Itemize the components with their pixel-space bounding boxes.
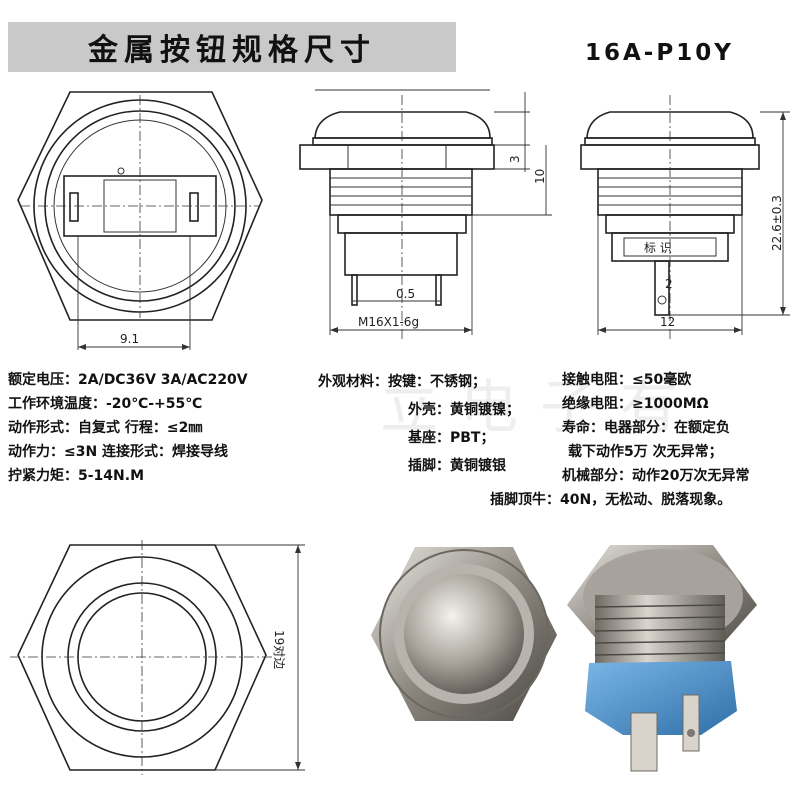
spec-pin-strength: 插脚顶牛：40N，无松动、脱落现象。 [490, 492, 732, 508]
dim-22-6: 22.6±0.3 [770, 195, 784, 251]
terminal-right [189, 192, 199, 222]
dim-2: 2 [665, 277, 673, 291]
button-cap-2 [586, 111, 754, 139]
model-number: 16A-P10Y [585, 40, 734, 66]
pin-terminal [654, 260, 670, 316]
spec-force: 动作力：≤3N 连接形式：焊接导线 [8, 444, 229, 460]
side-view-2: 标 识 12 2 22.6±0.3 [580, 95, 790, 340]
spec-rated-voltage: 额定电压：2A/DC36V 3A/AC220V [8, 372, 248, 388]
spec-contact-resistance: 接触电阻：≤50毫欧 [562, 372, 692, 388]
dim-9-1: 9.1 [120, 332, 139, 346]
dim-10: 10 [533, 169, 547, 184]
specs-left: 额定电压：2A/DC36V 3A/AC220V 工作环境温度：-20℃-+55℃… [8, 368, 248, 488]
hex-nut [299, 144, 495, 170]
product-photo [345, 535, 795, 785]
spec-action: 动作形式：自复式 行程：≤2㎜ [8, 420, 203, 436]
dim-thread: M16X1-6g [358, 315, 419, 329]
dim-12: 12 [660, 315, 675, 329]
spec-life-2: 载下动作5万 次无异常； [568, 444, 723, 460]
title-banner: 金属按钮规格尺寸 [8, 22, 456, 72]
spec-insulation: 绝缘电阻：≥1000MΩ [562, 396, 709, 412]
spec-torque: 拧紧力矩：5-14N.M [8, 468, 145, 484]
bottom-view-front: 19对边 [10, 540, 305, 775]
terminal-left [69, 192, 79, 222]
hex-outline-top [17, 91, 263, 321]
watermark: 立电子有 [380, 373, 701, 441]
label-mark: 标 识 [644, 241, 672, 255]
page-title: 金属按钮规格尺寸 [88, 33, 376, 68]
spec-material-shell: 外壳：黄铜镀镍； [408, 402, 520, 418]
side-view-1: M16X1-6g 0.5 3 10 [299, 89, 552, 340]
spec-life: 寿命：电器部分：在额定负 [562, 420, 730, 436]
specs-right: 接触电阻：≤50毫欧 绝缘电阻：≥1000MΩ 寿命：电器部分：在额定负 载下动… [490, 368, 750, 512]
photo-button-back [567, 545, 757, 772]
spec-temperature: 工作环境温度：-20℃-+55℃ [8, 396, 203, 412]
specs-material: 外观材料：按键：不锈钢； 外壳：黄铜镀镍； 基座：PBT； 插脚：黄铜镀银 [318, 368, 520, 480]
base-housing [344, 232, 458, 276]
photo-button-front [371, 547, 557, 721]
spec-material-pin: 插脚：黄铜镀银 [408, 458, 506, 474]
dim-19: 19对边 [272, 630, 286, 669]
threaded-body [329, 168, 473, 216]
top-view-front: 9.1 [17, 91, 263, 350]
photo-blue-base [585, 661, 737, 735]
dim-0-5: 0.5 [396, 287, 415, 301]
dim-3: 3 [508, 155, 522, 163]
button-cap [314, 111, 491, 139]
spec-material-base: 基座：PBT； [408, 430, 495, 446]
spec-material-key: 外观材料：按键：不锈钢； [318, 374, 486, 390]
spec-mechanical: 机械部分：动作20万次无异常 [562, 468, 750, 484]
